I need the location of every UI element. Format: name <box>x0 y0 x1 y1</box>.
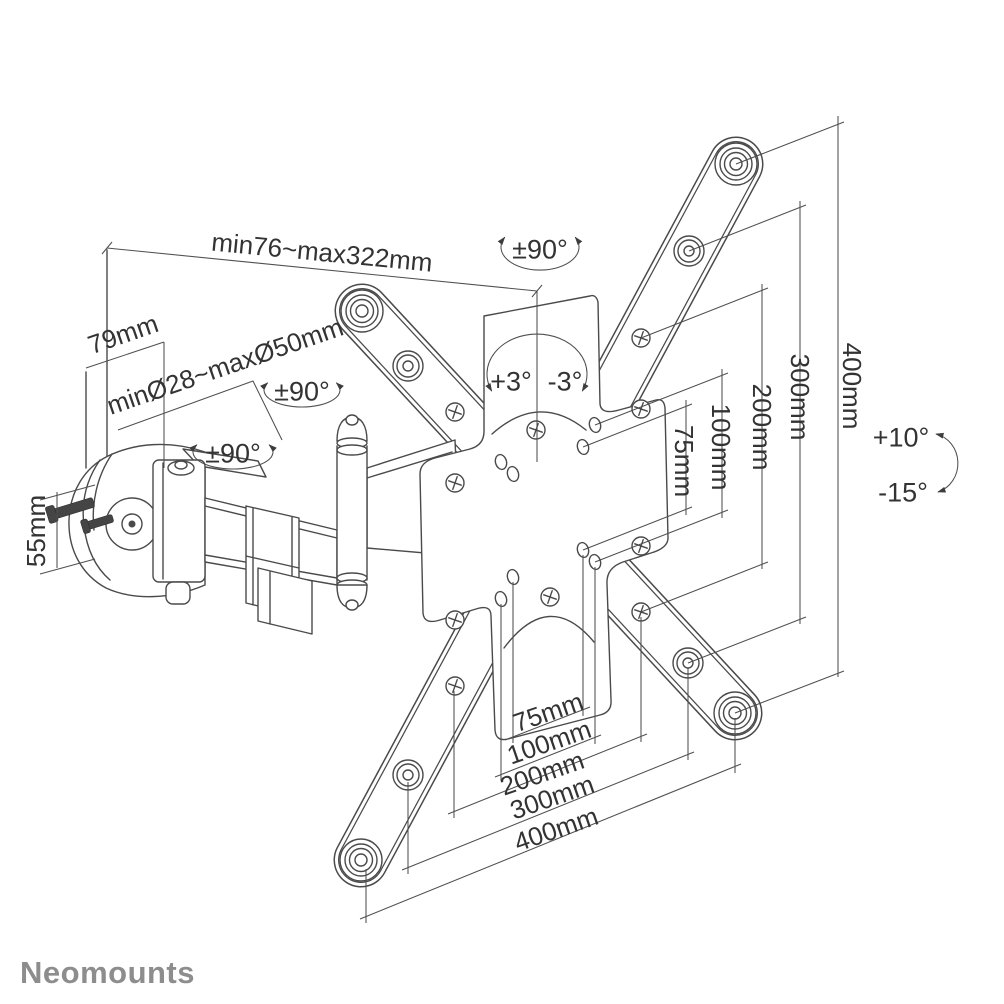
annotation-swivel-arm: ±90° <box>260 376 344 408</box>
clamp-bracket <box>152 459 206 583</box>
vesa-vertical-400-label: 400mm <box>837 343 867 430</box>
plate-top-arch-cutout <box>491 411 587 435</box>
swivel-arm-label: ±90° <box>274 376 330 406</box>
dimension-vesa-vertical-300: 300mm <box>687 201 815 664</box>
vesa-vertical-75-label: 75mm <box>669 425 699 497</box>
dimension-vesa-vertical-100: 100mm <box>594 369 736 563</box>
brand-logo: Neomounts <box>20 955 195 990</box>
tilt-down-label: -15° <box>878 477 928 507</box>
dimension-vesa-vertical-75: 75mm <box>582 400 699 551</box>
arm-clip-hook <box>257 567 313 635</box>
annotation-swivel-top: ±90° <box>497 234 583 271</box>
bracket-dome-screw <box>167 460 195 476</box>
hinge-column <box>336 414 368 611</box>
dimension-vesa-vertical-400: 400mm <box>734 116 867 714</box>
plate-screw <box>526 420 546 440</box>
plate-screw <box>445 610 465 630</box>
telescoping-arm <box>204 497 338 635</box>
vesa-vertical-200-label: 200mm <box>747 384 777 471</box>
level-plus-label: +3° <box>490 366 532 396</box>
bracket-foot <box>165 581 191 605</box>
vesa-vertical-100-label: 100mm <box>706 404 736 491</box>
level-minus-label: -3° <box>548 366 583 396</box>
plate-screw <box>445 676 465 696</box>
swivel-top-label: ±90° <box>512 234 568 264</box>
clamp-bolt <box>45 497 95 524</box>
pole-clamp <box>45 443 267 605</box>
annotation-level-adjust: +3° -3° <box>485 333 589 396</box>
mounting-pole <box>85 249 108 469</box>
plate-screw <box>540 587 560 607</box>
dimension-vesa-vertical-200: 200mm <box>640 284 777 613</box>
plate-screw <box>445 402 465 422</box>
swivel-clamp-label: ±90° <box>205 438 261 468</box>
annotation-swivel-clamp: ±90° <box>189 438 277 470</box>
annotation-tilt: +10° -15° <box>873 422 959 507</box>
vesa-adapter-plate <box>419 294 669 741</box>
clamp-height-label: 55mm <box>21 495 51 567</box>
arm-inner-boss-upperleft <box>392 350 424 382</box>
plate-bottom-arch-cutout <box>503 615 595 649</box>
tilt-up-label: +10° <box>873 422 930 452</box>
vesa-vertical-300-label: 300mm <box>785 354 815 441</box>
plate-screw <box>445 473 465 493</box>
clamp-bolt <box>80 514 114 534</box>
dimension-clamp-height: 55mm <box>21 484 96 575</box>
arm-tip-boss-lowerleft <box>339 838 383 882</box>
clamp-offset-label: 79mm <box>84 308 162 360</box>
arm-tip-boss-upperleft <box>340 289 384 333</box>
